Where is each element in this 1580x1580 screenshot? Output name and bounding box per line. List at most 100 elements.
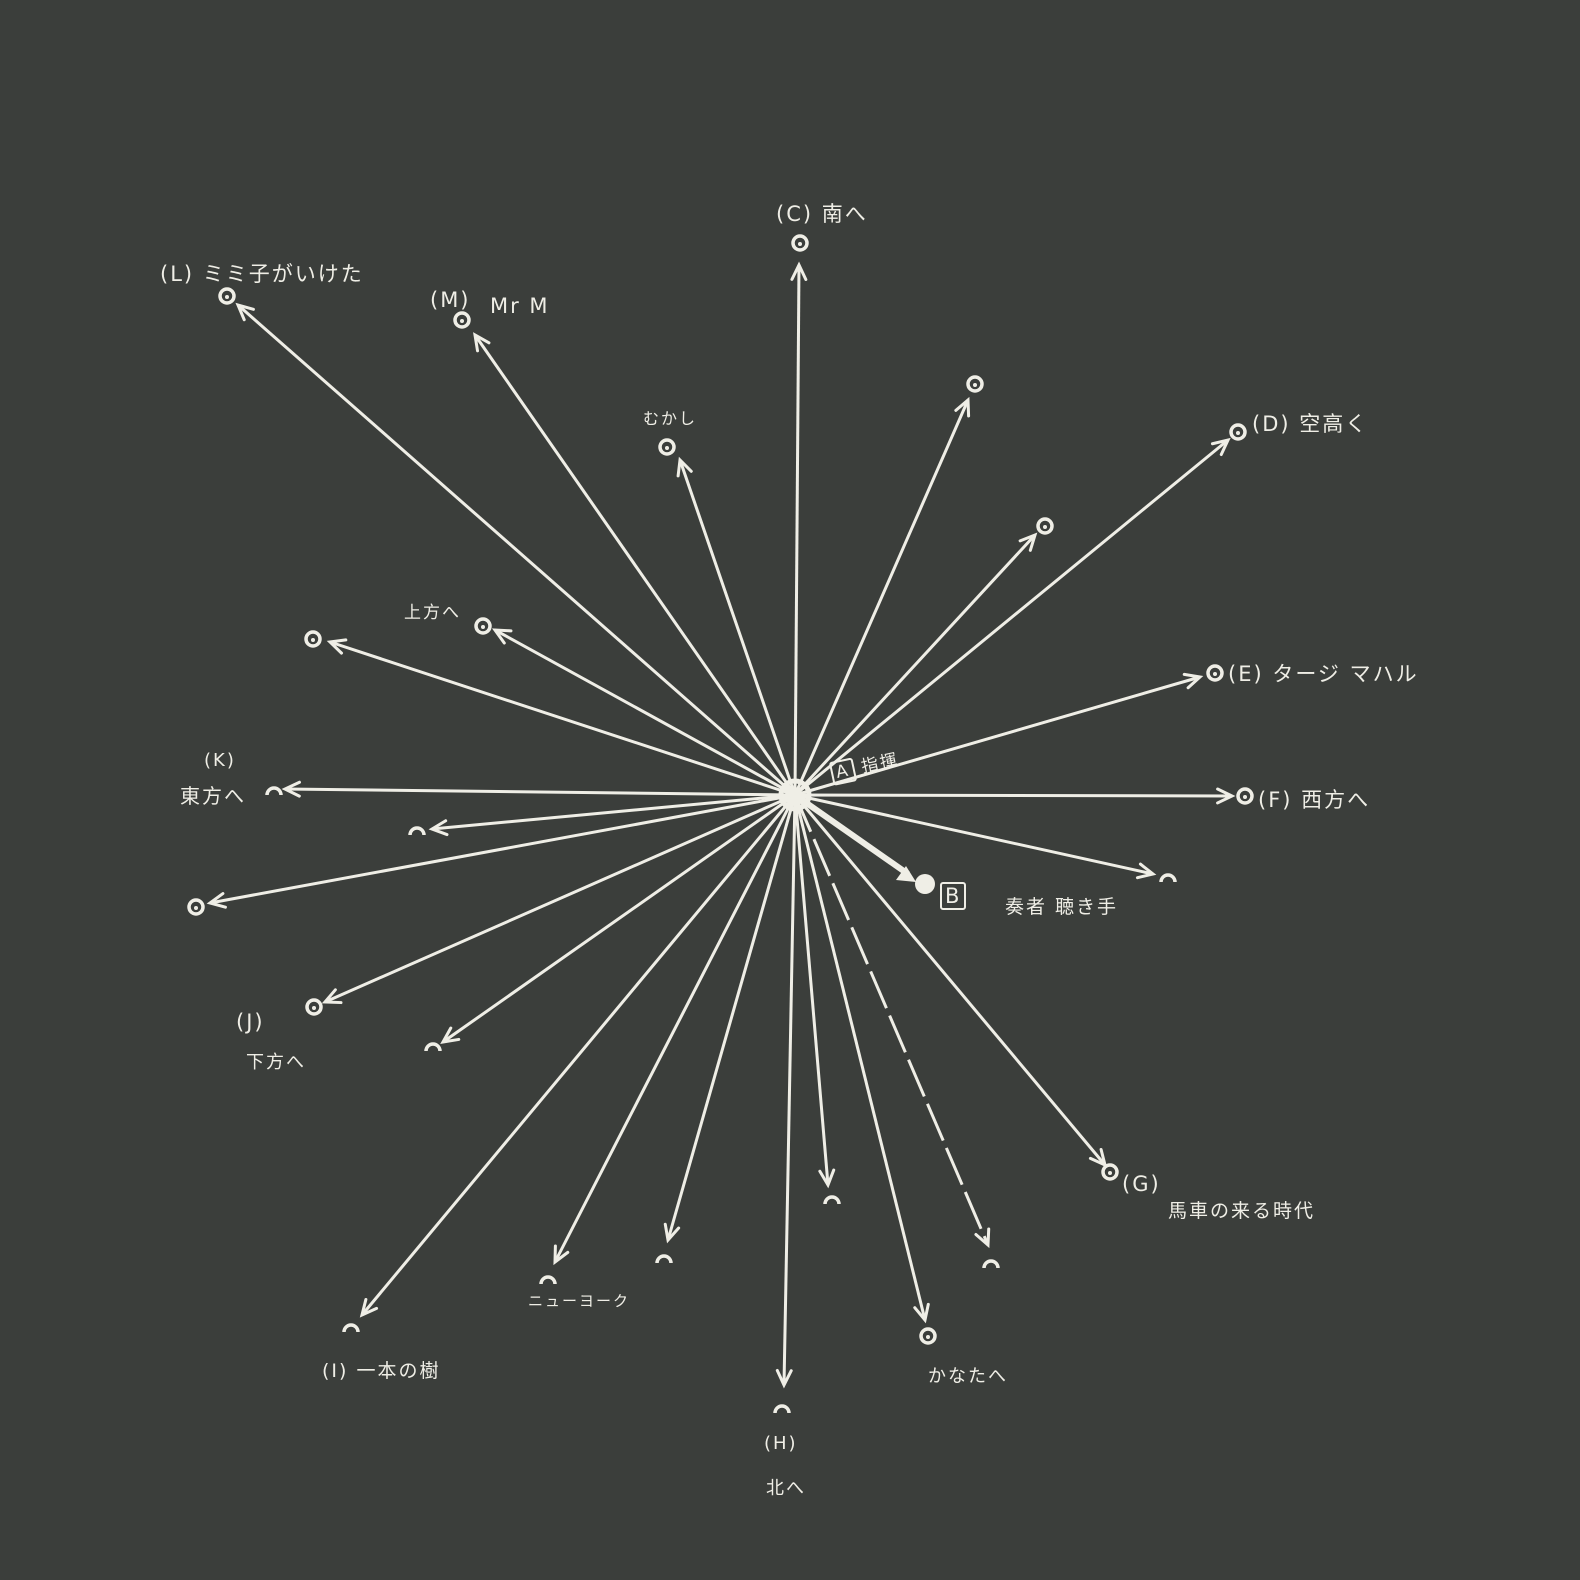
ray-h-arrowhead-icon <box>775 1368 793 1389</box>
ray-unlabeled-10 <box>329 640 796 797</box>
ray-m-arrowhead-icon <box>473 332 491 353</box>
ray-unlabeled-8 <box>209 793 796 905</box>
ray-mukashi <box>678 459 797 796</box>
ray-i-arc-icon <box>342 1323 360 1333</box>
ray-unlabeled-10-arrowhead-icon <box>326 638 348 655</box>
ray-l <box>237 303 796 797</box>
label-kanata: かなたへ <box>928 1366 1008 1387</box>
label-h: 北へ <box>766 1478 806 1499</box>
label-joho: 上方へ <box>404 603 461 623</box>
ray-unlabeled-7-arrowhead-icon <box>440 1026 461 1044</box>
ray-unlabeled-8-center-dot-icon <box>194 906 198 910</box>
ray-unlabeled-4-arrowhead-icon <box>974 1227 991 1249</box>
ray-unlabeled-1 <box>793 399 970 796</box>
ray-d-center-dot-icon <box>1236 431 1240 435</box>
ray-m-center-dot-icon <box>460 319 464 323</box>
ray-i <box>360 794 797 1316</box>
ray-d-arrowhead-icon <box>1210 437 1231 457</box>
ray-e <box>794 675 1201 797</box>
ray-unlabeled-1-arrowhead-icon <box>954 396 971 418</box>
ray-unlabeled-8-circle-icon <box>187 898 205 916</box>
ray-unlabeled-9-arrowhead-icon <box>428 819 449 837</box>
label-j: 下方へ <box>246 1052 306 1073</box>
ray-unlabeled-1-center-dot-icon <box>973 383 977 387</box>
ray-f-center-dot-icon <box>1243 795 1247 799</box>
ray-joho-arrowhead-icon <box>491 628 513 645</box>
ray-e-center-dot-icon <box>1213 672 1217 676</box>
label-m: Mr M <box>490 294 550 318</box>
ray-joho-center-dot-icon <box>481 625 485 629</box>
label-k-tag: (K) <box>204 750 236 771</box>
ray-unlabeled-6 <box>666 794 797 1241</box>
ray-unlabeled-3-arrowhead-icon <box>1135 862 1157 880</box>
ray-j <box>324 793 796 1004</box>
label-j-tag: (J) <box>236 1010 265 1034</box>
label-b: 奏者 聴き手 <box>1005 896 1119 918</box>
label-g: 馬車の来る時代 <box>1168 1200 1316 1222</box>
ray-f <box>794 793 1233 798</box>
ray-joho <box>494 628 796 797</box>
ray-unlabeled-10-center-dot-icon <box>311 638 315 642</box>
ray-mukashi-arrowhead-icon <box>676 456 693 478</box>
label-mukashi: むかし <box>643 409 698 428</box>
ray-kanata-center-dot-icon <box>926 1335 930 1339</box>
ray-k-arrowhead-icon <box>281 780 301 798</box>
ray-g-circle-icon <box>1101 1163 1119 1181</box>
ray-kanata-arrowhead-icon <box>913 1302 930 1324</box>
ray-f-arrowhead-icon <box>1216 787 1236 805</box>
ray-unlabeled-3 <box>794 793 1154 876</box>
ray-newyork-arrowhead-icon <box>553 1244 570 1266</box>
performer-dot-icon <box>915 874 935 894</box>
ray-l-arrowhead-icon <box>235 302 255 322</box>
label-a-tag: A <box>828 757 857 786</box>
ray-l-circle-icon <box>218 287 236 305</box>
label-g-tag: (G) <box>1122 1172 1161 1196</box>
ray-c-circle-icon <box>791 234 809 252</box>
ray-c-center-dot-icon <box>798 242 802 246</box>
ray-unlabeled-6-arc-icon <box>655 1254 673 1264</box>
label-d: (D) 空高く <box>1252 412 1369 436</box>
ray-unlabeled-2 <box>793 533 1037 797</box>
label-k: 東方へ <box>180 784 246 808</box>
ray-mukashi-circle-icon <box>658 438 676 456</box>
ray-j-arrowhead-icon <box>321 988 343 1005</box>
ray-unlabeled-1-circle-icon <box>966 375 984 393</box>
ray-unlabeled-9 <box>431 793 796 831</box>
ray-joho-circle-icon <box>474 617 492 635</box>
ray-kanata <box>793 794 927 1321</box>
ray-unlabeled-6-arrowhead-icon <box>663 1222 681 1244</box>
ray-newyork-arc-icon <box>539 1275 557 1285</box>
ray-j-circle-icon <box>305 998 323 1016</box>
ray-unlabeled-7-arc-icon <box>424 1042 442 1052</box>
label-newyork: ニューヨーク <box>528 1292 631 1310</box>
ray-unlabeled-7 <box>442 793 796 1044</box>
ray-unlabeled-5 <box>793 794 830 1186</box>
label-h-tag: (H) <box>764 1433 798 1454</box>
ray-unlabeled-3-arc-icon <box>1159 873 1177 883</box>
ray-newyork <box>553 794 797 1263</box>
ray-unlabeled-2-circle-icon <box>1036 517 1054 535</box>
label-b-box: B <box>940 882 967 910</box>
ray-d-circle-icon <box>1229 423 1247 441</box>
ray-unlabeled-10-circle-icon <box>304 630 322 648</box>
ray-k <box>284 787 796 797</box>
ray-m-circle-icon <box>453 311 471 329</box>
ray-d <box>794 438 1229 797</box>
ray-l-center-dot-icon <box>225 295 229 299</box>
ray-mukashi-center-dot-icon <box>665 446 669 450</box>
ray-j-center-dot-icon <box>312 1006 316 1010</box>
ray-m <box>473 334 797 796</box>
ray-c <box>793 264 801 796</box>
ray-kanata-circle-icon <box>919 1327 937 1345</box>
ray-g-center-dot-icon <box>1108 1171 1112 1175</box>
ray-f-circle-icon <box>1236 787 1254 805</box>
label-b-tag: B <box>940 882 967 910</box>
ray-h <box>782 794 797 1386</box>
ray-k-arc-icon <box>265 786 283 796</box>
ray-unlabeled-2-arrowhead-icon <box>1018 532 1038 552</box>
ray-b <box>793 792 910 877</box>
label-c: (C) 南へ <box>776 202 868 226</box>
ray-unlabeled-9-arc-icon <box>408 826 426 836</box>
